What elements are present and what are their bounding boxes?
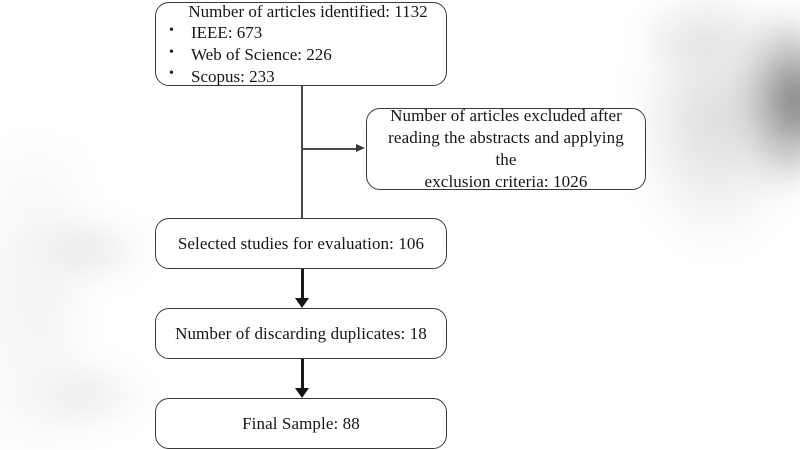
node-discarding-duplicates: Number of discarding duplicates: 18 (155, 308, 447, 359)
list-item: Scopus: 233 (168, 65, 446, 88)
node-selected-studies: Selected studies for evaluation: 106 (155, 218, 447, 269)
arrowhead-right-icon (356, 144, 365, 152)
node-duplicates-label: Number of discarding duplicates: 18 (175, 323, 427, 343)
node-final-label: Final Sample: 88 (242, 413, 360, 433)
node-excluded-line-1: Number of articles excluded after (390, 105, 622, 125)
node-excluded-text: Number of articles excluded after readin… (367, 105, 645, 193)
list-item: IEEE: 673 (168, 22, 446, 44)
background-smudge-left-edge (0, 150, 80, 450)
node-excluded-line-3: exclusion criteria: 1026 (424, 172, 588, 192)
background-smudge-right-soft (640, 0, 790, 240)
arrowhead-down-icon (295, 298, 309, 308)
node-excluded-line-2: reading the abstracts and applying the (388, 127, 624, 169)
arrowhead-down-icon (295, 388, 309, 398)
connector-identified-to-selected (301, 86, 303, 218)
node-articles-excluded: Number of articles excluded after readin… (366, 105, 646, 193)
node-selected-label: Selected studies for evaluation: 106 (177, 233, 425, 253)
background-smudge-top-right (640, 0, 760, 60)
background-smudge-left-lower (20, 360, 150, 430)
node-final-sample: Final Sample: 88 (155, 398, 447, 449)
background-smudge-right-dark (735, 10, 800, 190)
connector-selected-to-duplicates (301, 269, 304, 301)
background-smudge-left-upper (20, 215, 150, 285)
node-identified-headline: Number of articles identified: 1132 (188, 1, 428, 21)
connector-identified-to-excluded (303, 148, 358, 150)
node-articles-identified: Number of articles identified: 1132 IEEE… (155, 2, 447, 86)
list-item: Web of Science: 226 (168, 44, 446, 66)
connector-duplicates-to-final (301, 359, 304, 391)
node-identified-source-list: IEEE: 673 Web of Science: 226 Scopus: 23… (156, 22, 446, 87)
